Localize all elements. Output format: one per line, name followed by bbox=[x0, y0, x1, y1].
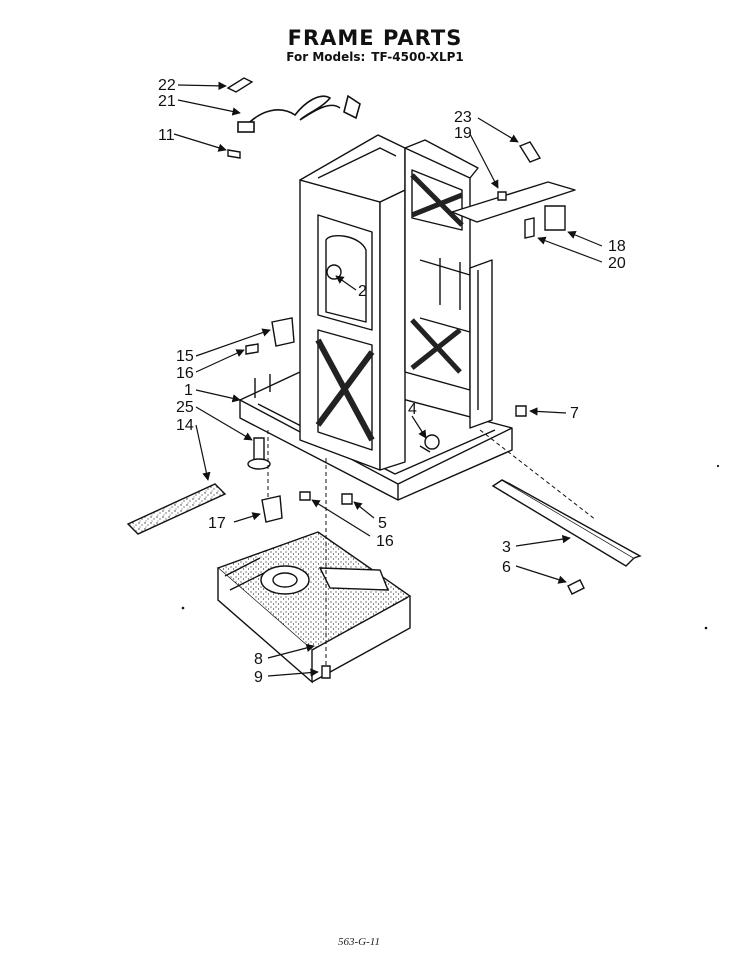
power-cord-part-21 bbox=[237, 94, 361, 133]
callout-7: 7 bbox=[570, 405, 579, 422]
callout-3: 3 bbox=[502, 539, 511, 556]
callout-20: 20 bbox=[608, 255, 626, 272]
callout-6: 6 bbox=[502, 559, 511, 576]
callout-18: 18 bbox=[608, 238, 626, 255]
callout-22: 22 bbox=[158, 77, 176, 94]
screw-part-19 bbox=[497, 191, 507, 201]
screw-part-9 bbox=[321, 665, 331, 679]
callout-8: 8 bbox=[254, 651, 263, 668]
switch-part-17 bbox=[261, 491, 311, 523]
callout-23: 23 bbox=[454, 109, 472, 126]
callout-leaders bbox=[173, 81, 603, 677]
callout-19: 19 bbox=[454, 125, 472, 142]
callout-25: 25 bbox=[176, 399, 194, 416]
nut-part-5 bbox=[341, 493, 353, 505]
frame-assembly bbox=[239, 134, 576, 501]
switch-part-15 bbox=[245, 317, 295, 355]
rail-part-3 bbox=[491, 479, 642, 595]
callout-11: 11 bbox=[158, 127, 175, 144]
callout-1: 1 bbox=[184, 382, 193, 399]
callout-4: 4 bbox=[408, 401, 417, 418]
callout-17: 17 bbox=[208, 515, 226, 532]
callout-5: 5 bbox=[378, 515, 387, 532]
strip-part-14 bbox=[126, 483, 227, 535]
callout-9: 9 bbox=[254, 669, 263, 686]
footer-code: 563-G-11 bbox=[338, 936, 380, 948]
alignment-lines bbox=[267, 429, 597, 666]
callout-21: 21 bbox=[158, 93, 176, 110]
callout-14: 14 bbox=[176, 417, 194, 434]
bottom-pan-part-8 bbox=[216, 531, 412, 684]
callout-labels: 22 21 11 23 19 18 20 2 15 16 1 25 14 4 7… bbox=[158, 77, 626, 686]
switch-part-18 bbox=[524, 205, 566, 239]
nut-part-7 bbox=[515, 405, 527, 417]
part-4 bbox=[419, 434, 440, 453]
callout-16-top: 16 bbox=[176, 365, 194, 382]
print-specks bbox=[181, 464, 720, 630]
page-title: FRAME PARTS bbox=[287, 26, 463, 50]
clip-part-23 bbox=[518, 141, 542, 163]
callout-2: 2 bbox=[358, 283, 367, 300]
callout-15: 15 bbox=[176, 348, 194, 365]
model-line: For Models: TF-4500-XLP1 bbox=[0, 50, 750, 64]
models-prefix: For Models: bbox=[286, 50, 366, 64]
clip-part-22 bbox=[226, 77, 254, 93]
leg-part-25 bbox=[247, 437, 271, 470]
screw-part-11 bbox=[227, 149, 241, 159]
model-number: TF-4500-XLP1 bbox=[371, 50, 464, 64]
callout-16-bottom: 16 bbox=[376, 533, 394, 550]
